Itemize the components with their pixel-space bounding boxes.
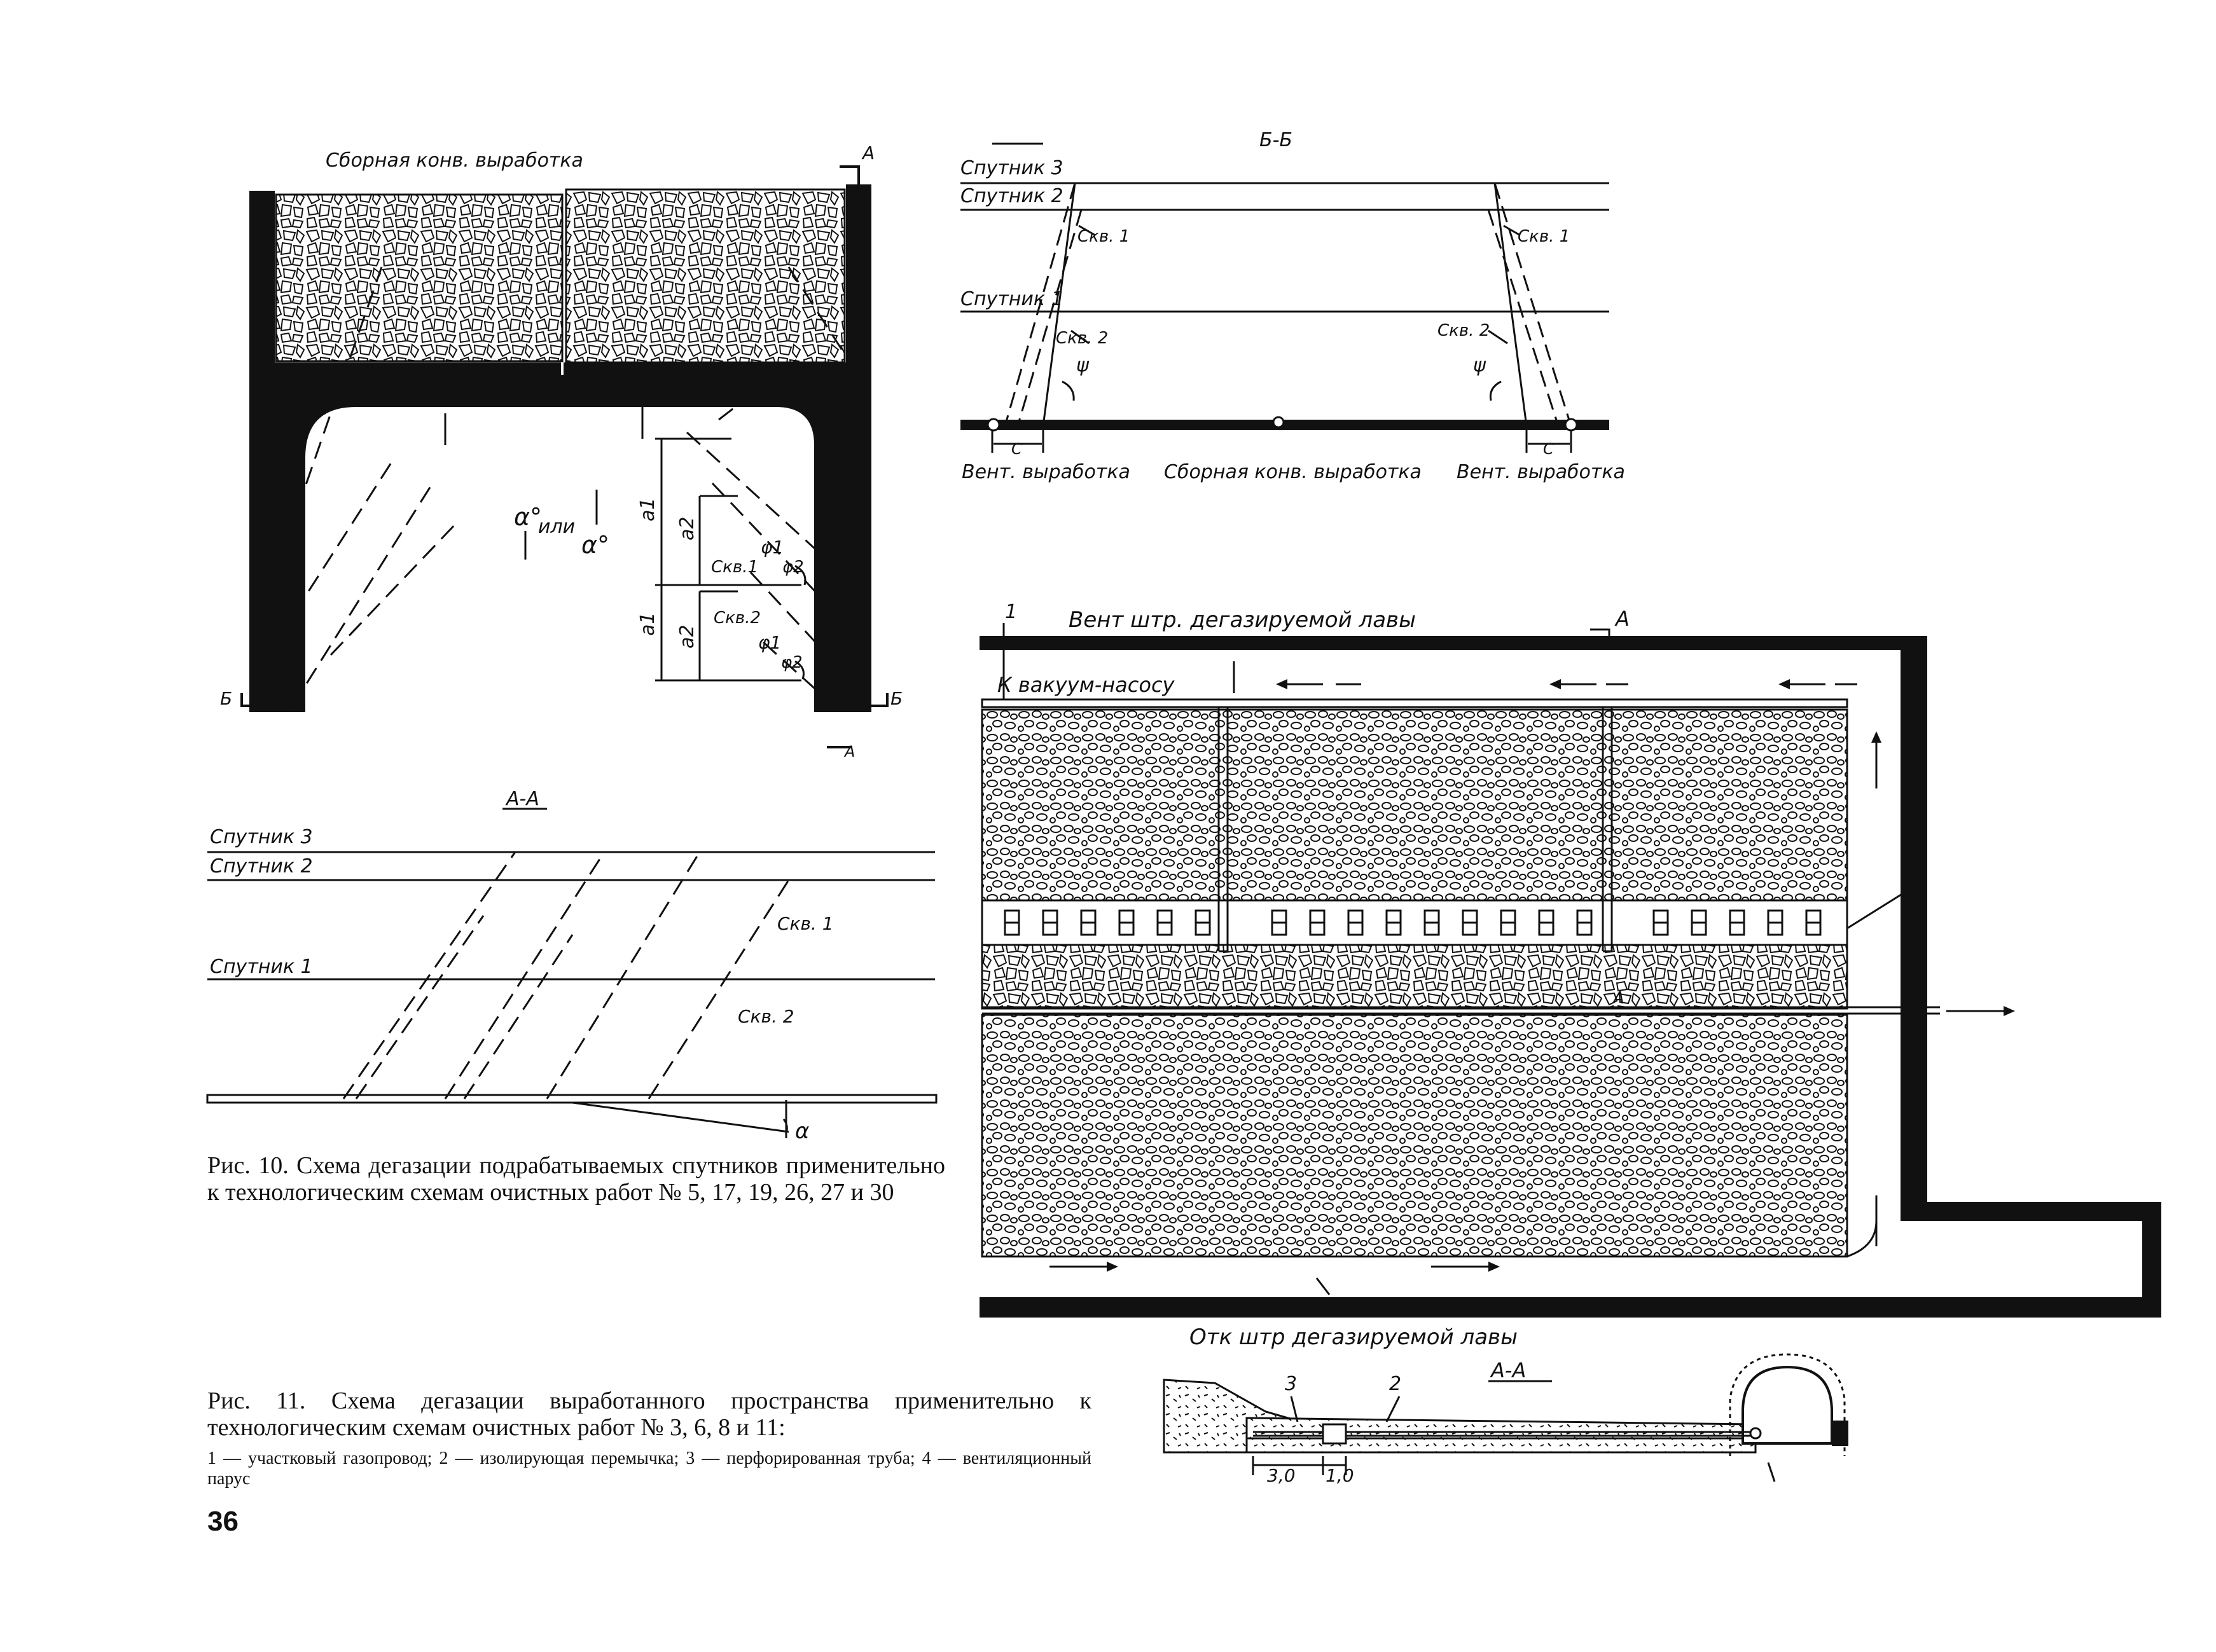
- angle-or: или: [538, 516, 575, 538]
- fig11-to-pump: К вакуум-насосу: [997, 673, 1175, 697]
- bb-well1-left: Скв. 1: [1077, 227, 1130, 246]
- fig10-section-bb: Б-Б Спутник 3 Спутник 2 Спутник 1 Скв. 1…: [960, 129, 1625, 483]
- fig11-caption: Рис. 11. Схема дегазации выработанного п…: [207, 1387, 1091, 1441]
- fig10-section-aa: А-А Спутник 3 Спутник 2 Спутник 1 Скв. 1…: [206, 788, 938, 1144]
- plan-mark-a: А: [861, 142, 875, 163]
- bb-c-right: С: [1543, 440, 1554, 458]
- aa-alpha: α: [795, 1119, 809, 1144]
- bb-sat3: Спутник 3: [960, 157, 1063, 179]
- fig11-vent-top: Вент штр. дегазируемой лавы: [1069, 607, 1416, 633]
- section-label-3: 3: [1285, 1373, 1297, 1395]
- aa-well1: Скв. 1: [777, 913, 834, 934]
- bb-phi-left: ψ: [1076, 354, 1090, 376]
- aa-well2: Скв. 2: [738, 1006, 794, 1027]
- bb-phi-right: ψ: [1473, 354, 1486, 376]
- rubble-band: [981, 944, 1848, 1010]
- plan-mark-a-bottom: А: [843, 743, 855, 761]
- dim-a2-lower: a2: [676, 625, 698, 649]
- aa-sat3: Спутник 3: [210, 826, 313, 848]
- gas-pipeline: [981, 698, 1848, 708]
- plan-well1: Скв.1: [711, 558, 758, 577]
- section-dim-30: 3,0: [1267, 1465, 1296, 1486]
- goaf-right: [565, 188, 846, 364]
- section-label-2: 2: [1389, 1373, 1401, 1395]
- bb-seam: [960, 420, 1609, 430]
- bb-vent-right: Вент. выработка: [1457, 461, 1625, 483]
- fig11-mark-a-top: А: [1614, 607, 1630, 631]
- support-stands: [1004, 909, 1822, 936]
- section-title: А-А: [1490, 1358, 1526, 1382]
- fig11-section-aa: А-А 3 2 3,0 1,0: [1163, 1353, 1848, 1486]
- dim-a2-upper: a2: [676, 517, 698, 540]
- plan-phi1: φ1: [761, 537, 784, 558]
- aa-seam: [206, 1094, 938, 1104]
- plan-phi1-lower: φ1: [758, 632, 781, 653]
- fig11-bottom: Отк штр дегазируемой лавы: [1189, 1325, 1518, 1350]
- angle-symbol-1: α°: [514, 503, 542, 531]
- bb-well2-left: Скв. 2: [1056, 329, 1108, 348]
- plan-mark-b-left: Б: [220, 688, 232, 709]
- dim-a1-upper: a1: [637, 498, 659, 521]
- aa-sat1: Спутник 1: [210, 956, 313, 978]
- fig11-label-4: 4: [1911, 873, 1923, 895]
- fig11-plan: 1 Вент штр. дегазируемой лавы К вакуум-н…: [980, 601, 2161, 1350]
- bb-c-left: С: [1011, 440, 1022, 458]
- page-number: 36: [207, 1506, 239, 1537]
- support-row: [981, 899, 1848, 946]
- section-dim-10: 1,0: [1326, 1465, 1354, 1486]
- bb-well1-right: Скв. 1: [1518, 227, 1570, 246]
- bb-sat1: Спутник 1: [960, 288, 1063, 310]
- bb-sat2: Спутник 2: [960, 185, 1063, 207]
- angle-symbol-2: α°: [581, 531, 609, 559]
- aa-sat2: Спутник 2: [210, 855, 313, 878]
- fig10-plan: Сборная конв. выработка А Б Б А α° или α…: [220, 142, 903, 761]
- goaf-upper: [981, 708, 1848, 902]
- fig11-label-1: 1: [1005, 601, 1017, 623]
- fig11-mark-a-mid: А: [1612, 989, 1624, 1008]
- bb-title: Б-Б: [1259, 129, 1292, 151]
- plan-top-label: Сборная конв. выработка: [326, 149, 583, 172]
- dim-a1-lower: a1: [637, 612, 659, 636]
- goaf-left: [275, 193, 564, 362]
- bb-well2-right: Скв. 2: [1437, 321, 1490, 340]
- bb-collector: Сборная конв. выработка: [1164, 461, 1422, 483]
- fig11-legend: 1 — участковый газопровод; 2 — изолирующ…: [207, 1449, 1091, 1489]
- plan-mark-b-right: Б: [890, 688, 903, 709]
- plan-phi2-lower: φ2: [781, 653, 803, 672]
- plan-phi2-upper: φ2: [782, 558, 804, 577]
- goaf-lower: [981, 1014, 1848, 1258]
- fig10-caption: Рис. 10. Схема дегазации подрабатываемых…: [207, 1152, 945, 1206]
- mined-block: [275, 362, 846, 712]
- section-tunnel: [1742, 1365, 1833, 1445]
- plan-well2: Скв.2: [714, 609, 761, 628]
- bb-vent-left: Вент. выработка: [962, 461, 1130, 483]
- aa-title: А-А: [505, 788, 539, 810]
